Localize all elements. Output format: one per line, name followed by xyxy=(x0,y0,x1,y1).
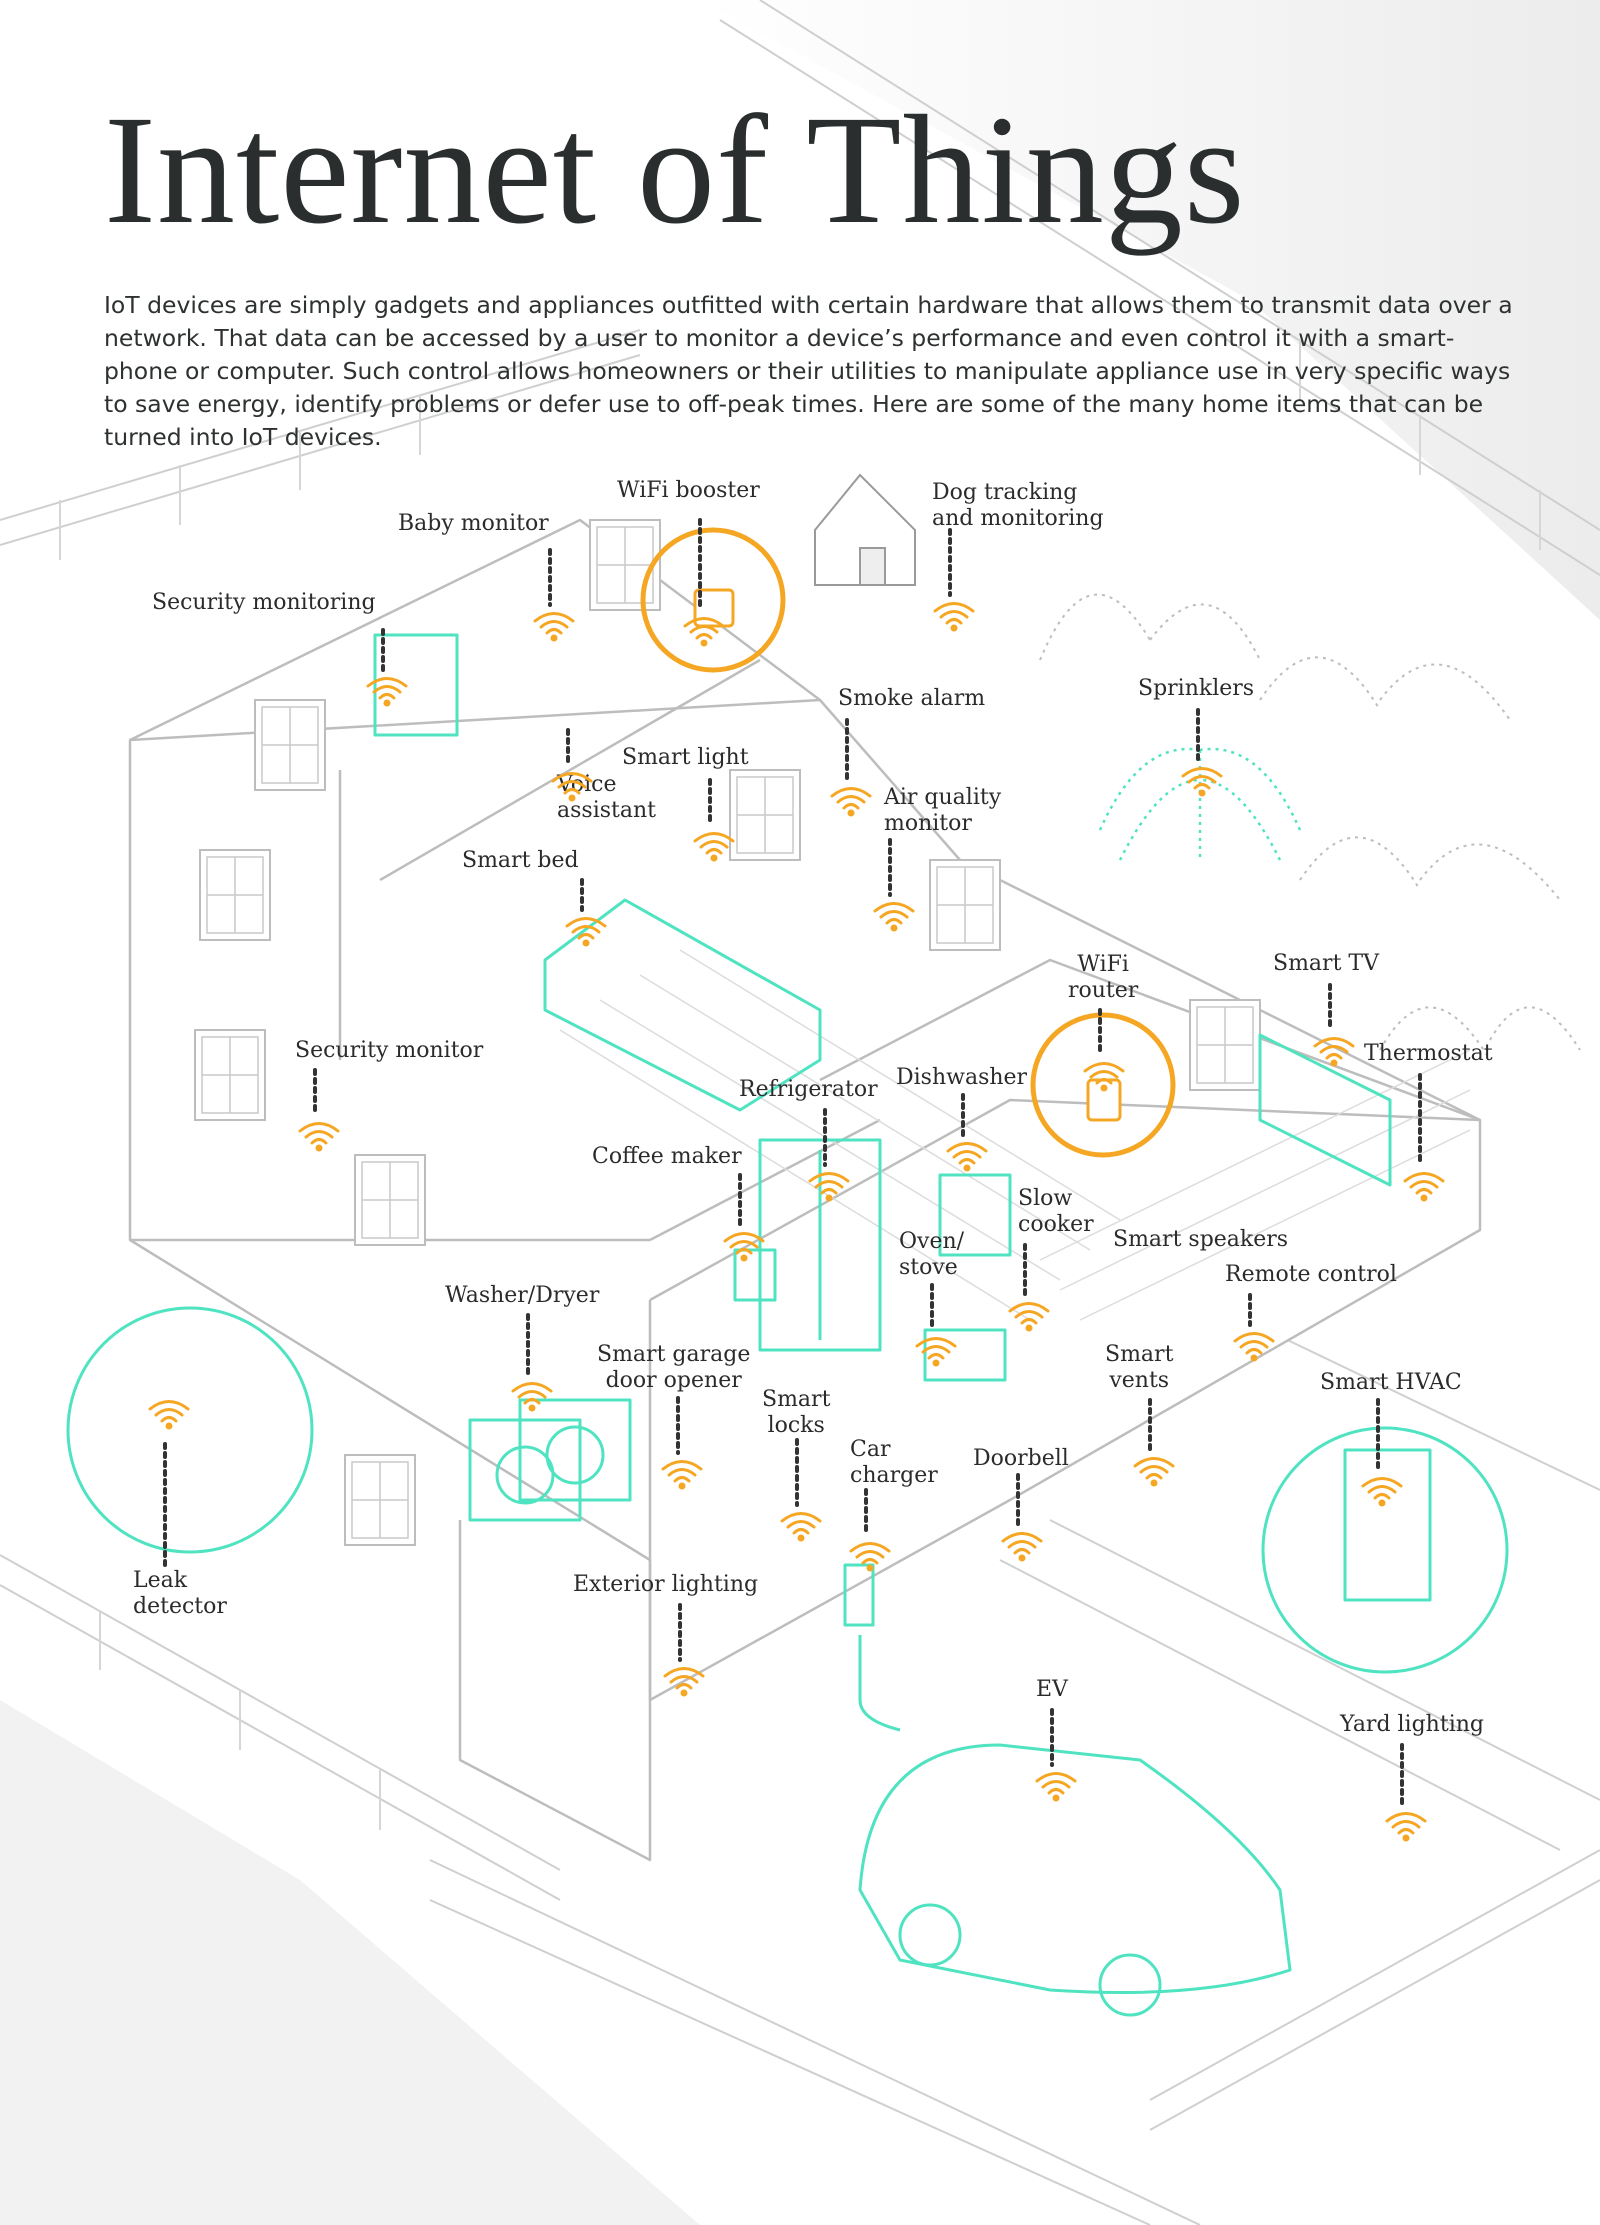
label-yard-lighting: Yard lighting xyxy=(1340,1712,1484,1737)
label-baby-monitor: Baby monitor xyxy=(398,511,549,536)
label-smart-light: Smart light xyxy=(622,745,749,770)
label-security-monitoring: Security monitoring xyxy=(152,590,376,615)
label-remote-control: Remote control xyxy=(1225,1262,1397,1287)
label-wifi-booster: WiFi booster xyxy=(617,478,760,503)
label-smoke-alarm: Smoke alarm xyxy=(838,686,986,711)
label-ev: EV xyxy=(1036,1677,1068,1702)
label-refrigerator: Refrigerator xyxy=(739,1077,878,1102)
page-title: Internet of Things xyxy=(104,83,1246,256)
label-coffee-maker: Coffee maker xyxy=(592,1144,742,1169)
label-dishwasher: Dishwasher xyxy=(896,1065,1028,1090)
label-smart-bed: Smart bed xyxy=(462,848,579,873)
label-exterior-lighting: Exterior lighting xyxy=(573,1572,759,1597)
label-security-monitor: Security monitor xyxy=(295,1038,484,1063)
label-washer-dryer: Washer/Dryer xyxy=(445,1283,600,1308)
intro-paragraph: IoT devices are simply gadgets and appli… xyxy=(104,291,1513,451)
label-smart-speakers: Smart speakers xyxy=(1113,1227,1289,1252)
label-smart-tv: Smart TV xyxy=(1273,951,1379,976)
label-thermostat: Thermostat xyxy=(1364,1041,1493,1066)
label-smart-hvac: Smart HVAC xyxy=(1320,1370,1462,1395)
label-doorbell: Doorbell xyxy=(973,1446,1069,1471)
label-sprinklers: Sprinklers xyxy=(1138,676,1255,701)
label-oven-stove: Oven/stove xyxy=(899,1229,965,1280)
